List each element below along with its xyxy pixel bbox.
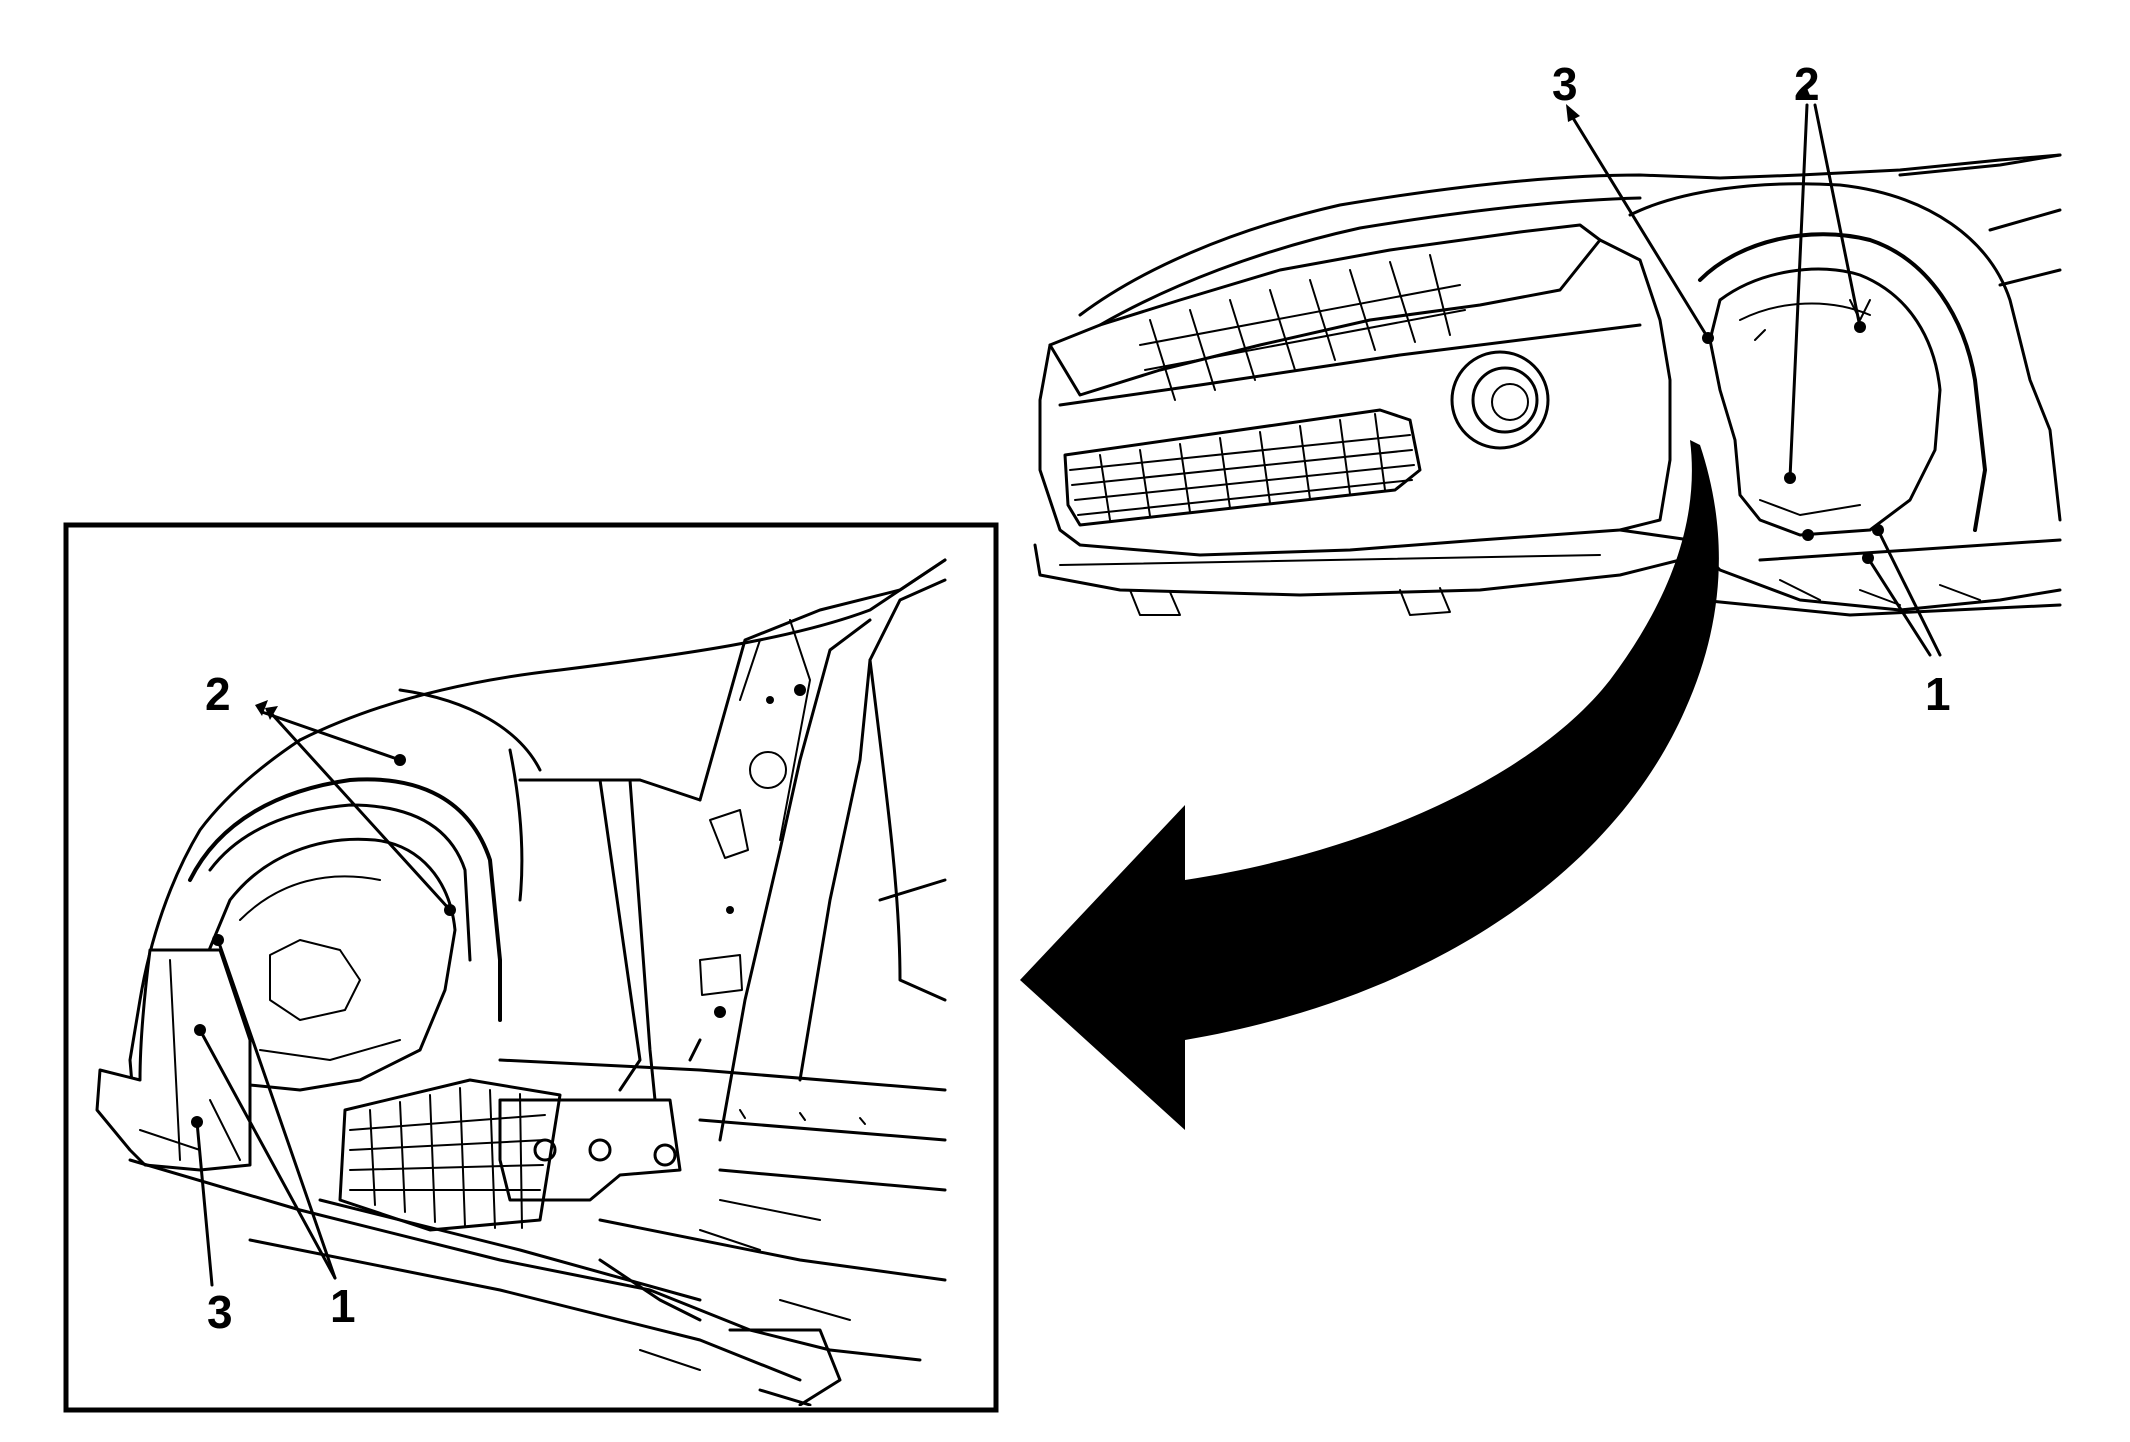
detail-bracket: [498, 1098, 682, 1202]
hood-outline: [1078, 153, 2062, 317]
callout-2-main: 2: [1794, 58, 1820, 110]
detail-fender: [128, 688, 642, 1122]
detail-wheel-arch: [188, 777, 502, 1022]
fascia-body: [1038, 238, 1672, 557]
upper-grille: [1139, 254, 1466, 401]
main-leader-lines: [1566, 86, 1942, 657]
detail-view-illustration: [95, 558, 947, 1406]
wheel-well-arch: [1698, 232, 1987, 532]
detail-wheelhouse-liner: [203, 837, 457, 1092]
detail-hood: [298, 558, 947, 742]
underbody: [1688, 538, 2062, 617]
detail-fascia-corner: [95, 948, 252, 1172]
detail-a-pillar: [698, 558, 947, 1142]
detail-lower-grille: [338, 1078, 562, 1232]
callout-2-detail: 2: [205, 668, 231, 720]
lower-splitter: [1033, 528, 1692, 597]
hood-line-inner: [1098, 196, 1642, 327]
callout-3-detail: 3: [207, 1286, 233, 1338]
lower-grille: [1063, 408, 1422, 527]
fascia-crease: [1058, 323, 1642, 407]
fog-lamp: [1450, 350, 1550, 450]
fender-outline: [1628, 153, 2062, 522]
callout-3-main: 3: [1552, 58, 1578, 110]
detail-leader-lines: [195, 700, 452, 1287]
main-view-illustration: [1033, 86, 2062, 657]
detail-underbody: [128, 1158, 947, 1382]
transition-arrow: [1020, 440, 1719, 1130]
callout-1-main: 1: [1925, 668, 1951, 720]
callout-1-detail: 1: [330, 1280, 356, 1332]
wheelhouse-liner: [1708, 267, 1942, 537]
